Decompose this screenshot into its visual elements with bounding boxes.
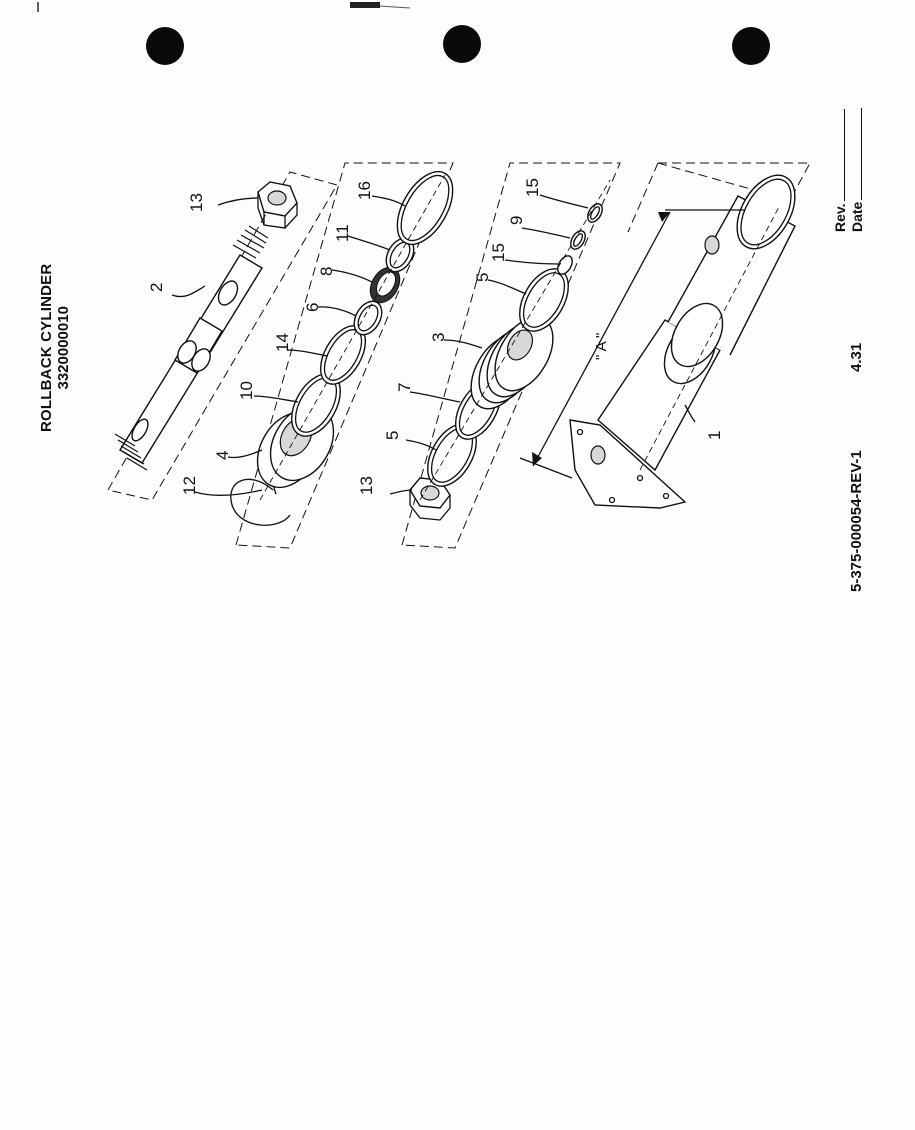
callout-14: 14 bbox=[273, 333, 292, 352]
callout-10: 10 bbox=[237, 381, 256, 400]
o-ring-15b bbox=[587, 203, 603, 223]
hex-nut-top bbox=[257, 181, 298, 229]
callout-13-bottom: 13 bbox=[357, 476, 376, 495]
callout-16: 16 bbox=[355, 181, 374, 200]
callout-5-upper: 5 bbox=[473, 273, 492, 282]
scan-mark bbox=[350, 2, 380, 8]
o-ring-9 bbox=[570, 230, 586, 250]
centerline-piston bbox=[419, 179, 611, 501]
callout-2: 2 bbox=[147, 283, 166, 292]
leader-lines bbox=[171, 194, 696, 496]
callout-13-top: 13 bbox=[187, 193, 206, 212]
scan-mark-tail bbox=[379, 5, 411, 9]
callout-8: 8 bbox=[317, 267, 336, 276]
rod-assembly bbox=[114, 225, 269, 471]
callout-6: 6 bbox=[303, 303, 322, 312]
o-ring-15a bbox=[557, 255, 573, 275]
callout-3: 3 bbox=[429, 333, 448, 342]
centerline-gland bbox=[259, 174, 446, 501]
callout-9: 9 bbox=[507, 216, 526, 225]
callout-5-lower: 5 bbox=[383, 431, 402, 440]
view-a-dimension bbox=[519, 209, 745, 479]
retaining-ring bbox=[230, 478, 291, 526]
callout-1: 1 bbox=[705, 431, 724, 440]
group-box-barrel-top bbox=[657, 162, 811, 201]
callout-15-lower: 15 bbox=[489, 243, 508, 262]
group-box-gland bbox=[235, 162, 454, 549]
callout-7: 7 bbox=[395, 383, 414, 392]
group-box-barrel-side bbox=[627, 162, 659, 233]
view-a-label: " A " bbox=[593, 333, 610, 360]
callout-11: 11 bbox=[333, 224, 352, 242]
seal-ring-16 bbox=[396, 170, 454, 246]
callout-12: 12 bbox=[180, 476, 199, 495]
punch-hole-left bbox=[146, 27, 184, 65]
punch-hole-right bbox=[732, 27, 770, 65]
group-box-piston bbox=[401, 162, 621, 549]
callout-15-upper: 15 bbox=[523, 178, 542, 197]
callout-4: 4 bbox=[213, 451, 232, 460]
piston-part bbox=[470, 316, 554, 410]
punch-hole-center bbox=[443, 25, 481, 63]
